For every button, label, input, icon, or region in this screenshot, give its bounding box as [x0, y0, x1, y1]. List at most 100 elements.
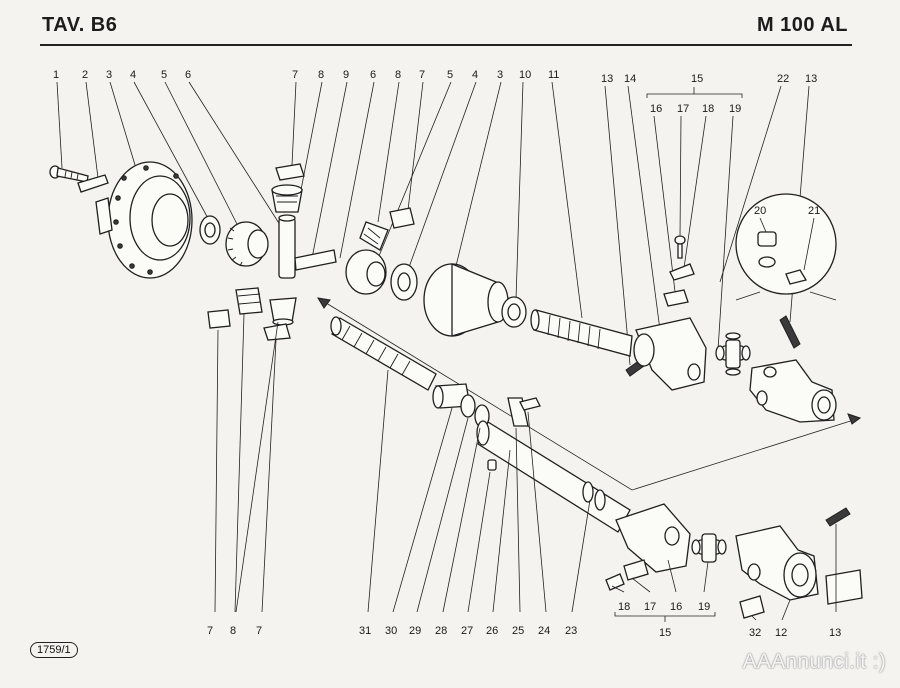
- ring-29: [460, 394, 476, 418]
- label-19-bottom: 19: [698, 601, 710, 613]
- guide-arrow-right: [847, 413, 862, 425]
- spider-19: [715, 332, 751, 376]
- label-15: 15: [691, 73, 703, 85]
- label-7: 7: [292, 69, 298, 81]
- bearing-cup-20: [757, 231, 777, 268]
- label-14: 14: [624, 73, 636, 85]
- label-7-bottom-b: 7: [256, 625, 262, 637]
- splined-shaft-11: [530, 309, 633, 357]
- label-7-bottom: 7: [207, 625, 213, 637]
- label-2: 2: [82, 69, 88, 81]
- label-4b: 4: [472, 69, 478, 81]
- label-8: 8: [318, 69, 324, 81]
- plate-16: [663, 289, 689, 307]
- bottom-label-row: 7 8 7 31 30 29 28 27 26 25 24 23 18 17 1…: [207, 601, 841, 639]
- clip-21: [785, 269, 808, 285]
- header-rule: [40, 44, 852, 46]
- washer-7-bottom-left: [207, 309, 231, 329]
- grease-nipple-27: [487, 459, 497, 471]
- roll-pin-13-bottom: [825, 507, 851, 527]
- drive-tube-26: [476, 420, 631, 533]
- page-code: 1759/1: [30, 642, 78, 658]
- bolt-part-1: [49, 165, 89, 183]
- label-17: 17: [677, 103, 689, 115]
- lock-18-bottom: [605, 573, 625, 591]
- label-6b: 6: [370, 69, 376, 81]
- label-5: 5: [161, 69, 167, 81]
- plate-title: TAV. B6: [42, 14, 118, 36]
- model-title: M 100 AL: [756, 14, 848, 36]
- label-11: 11: [548, 69, 559, 81]
- label-23: 23: [565, 625, 577, 637]
- label-6: 6: [185, 69, 191, 81]
- label-24: 24: [538, 625, 550, 637]
- label-21: 21: [808, 205, 820, 217]
- plate-32: [739, 595, 765, 619]
- bottom-leader-lines: [214, 313, 837, 621]
- label-18: 18: [702, 103, 714, 115]
- spider-19-bottom: [691, 533, 727, 563]
- assembly-guide-line: [317, 297, 861, 491]
- label-32: 32: [749, 627, 761, 639]
- label-3: 3: [106, 69, 112, 81]
- label-19: 19: [729, 103, 741, 115]
- label-8-bottom: 8: [230, 625, 236, 637]
- guide-arrow-left: [317, 297, 331, 309]
- guard-23: [582, 481, 606, 511]
- washer-7-bottom-right: [263, 323, 291, 341]
- pinion-8-bottom-right: [269, 297, 297, 326]
- thrust-washer-4: [199, 215, 221, 245]
- bolt-24: [519, 397, 541, 411]
- top-label-row: 1 2 3 4 5 6 7 8 9 6 8 7 5 4 3 10 11 13 1…: [53, 69, 817, 115]
- label-25: 25: [512, 625, 524, 637]
- label-4: 4: [130, 69, 136, 81]
- label-27: 27: [461, 625, 473, 637]
- pinion-8-right: [359, 221, 389, 251]
- label-10: 10: [519, 69, 531, 81]
- yoke-16-bottom: [615, 503, 691, 573]
- pinion-8-top: [271, 184, 303, 213]
- lock-plate-2: [77, 174, 109, 193]
- label-18-bottom: 18: [618, 601, 630, 613]
- label-13b: 13: [805, 73, 817, 85]
- watermark: AAAnnunci.it :): [742, 650, 886, 673]
- label-7b: 7: [419, 69, 425, 81]
- label-1: 1: [53, 69, 59, 81]
- thrust-washer-4-right: [390, 263, 418, 301]
- bolt-17: [674, 235, 686, 259]
- diff-case-3: [95, 161, 193, 279]
- detail-inset: 20 21: [735, 193, 837, 301]
- washer-7-right: [389, 207, 415, 229]
- top-leader-lines: [56, 81, 810, 366]
- diff-case-3-right: [423, 263, 509, 337]
- side-gear-5-right: [345, 249, 387, 295]
- flange-yoke-12: [735, 525, 819, 601]
- label-31: 31: [359, 625, 371, 637]
- lock-18: [669, 263, 695, 281]
- label-30: 30: [385, 625, 397, 637]
- side-gear-5: [225, 221, 269, 267]
- group-15-bracket-bottom: [614, 612, 716, 622]
- label-15-bottom: 15: [659, 627, 671, 639]
- shaft-stub: [825, 569, 863, 605]
- label-13: 13: [601, 73, 613, 85]
- flange-yoke-22: [749, 359, 837, 423]
- washer-7-top: [275, 163, 305, 181]
- label-17-bottom: 17: [644, 601, 656, 613]
- splined-shaft-31: [330, 316, 437, 391]
- label-16-bottom: 16: [670, 601, 682, 613]
- label-29: 29: [409, 625, 421, 637]
- yoke-14: [633, 317, 707, 391]
- label-3b: 3: [497, 69, 503, 81]
- seal-10: [501, 296, 527, 328]
- label-28: 28: [435, 625, 447, 637]
- pinion-8-bottom-left: [235, 287, 263, 315]
- label-16: 16: [650, 103, 662, 115]
- label-13-bottom: 13: [829, 627, 841, 639]
- plate-17-bottom: [623, 559, 649, 581]
- label-5b: 5: [447, 69, 453, 81]
- roll-pin-13-right: [779, 315, 801, 349]
- label-22: 22: [777, 73, 789, 85]
- label-8b: 8: [395, 69, 401, 81]
